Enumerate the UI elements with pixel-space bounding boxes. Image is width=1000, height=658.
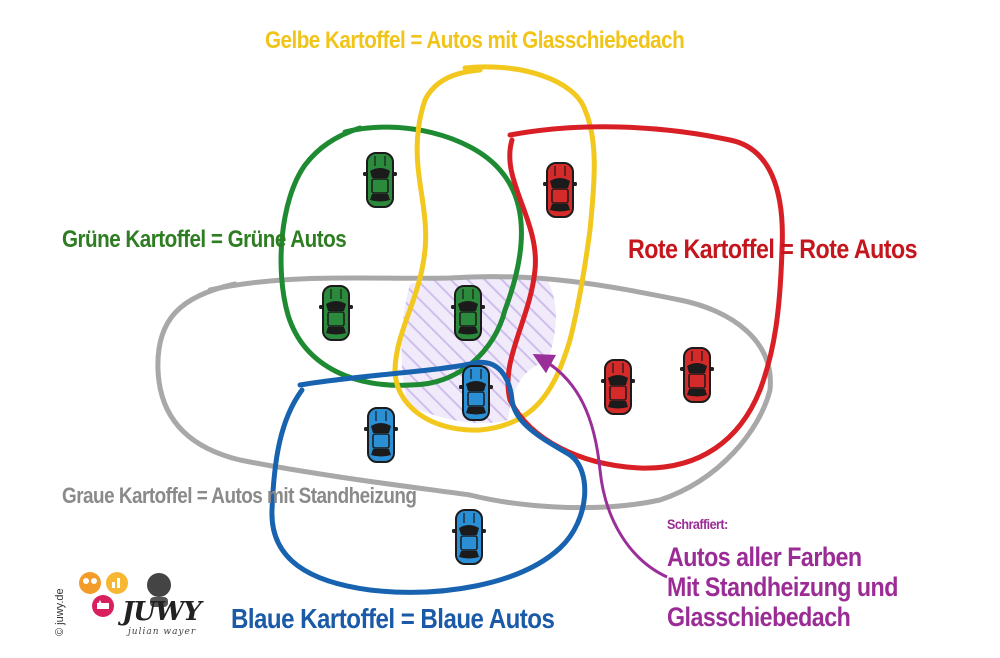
logo-wordmark: JUWY xyxy=(122,597,202,627)
blue-potato-label: Blaue Kartoffel = Blaue Autos xyxy=(231,603,555,634)
juwy-logo xyxy=(79,572,171,617)
red-potato xyxy=(505,124,785,471)
hatched-note: Autos aller Farben Mit Standheizung und … xyxy=(667,542,898,632)
gray-potato xyxy=(155,274,773,511)
logo-signature: julian wayer xyxy=(128,627,197,637)
blue-potato xyxy=(269,359,588,595)
green-potato-label: Grüne Kartoffel = Grüne Autos xyxy=(62,226,347,253)
gray-potato-label: Graue Kartoffel = Autos mit Standheizung xyxy=(62,483,417,508)
cars-layer xyxy=(319,152,714,565)
hatched-note-heading: Schraffiert: xyxy=(667,516,728,532)
hatched-note-line-3: Glasschiebedach xyxy=(667,602,851,632)
pointer-arrow xyxy=(532,353,668,579)
car-icon-green xyxy=(319,285,353,341)
car-icon-red xyxy=(680,347,714,403)
hatched-note-line-2: Mit Standheizung und xyxy=(667,572,898,602)
yellow-potato-label: Gelbe Kartoffel = Autos mit Glasschiebed… xyxy=(265,27,685,54)
car-icon-blue xyxy=(364,407,398,463)
logo-icon-people xyxy=(79,572,101,594)
yellow-potato xyxy=(392,64,597,433)
car-icon-green xyxy=(451,285,485,341)
copyright-text: © juwy.de xyxy=(54,588,66,636)
car-icon-red xyxy=(601,359,635,415)
car-icon-blue xyxy=(452,509,486,565)
hatched-intersection xyxy=(401,274,556,424)
car-icon-green xyxy=(363,152,397,208)
car-icon-red xyxy=(543,162,577,218)
car-icon-blue xyxy=(459,365,493,421)
hatched-note-line-1: Autos aller Farben xyxy=(667,542,862,572)
portrait-avatar xyxy=(147,573,171,597)
red-potato-label: Rote Kartoffel = Rote Autos xyxy=(628,234,918,264)
green-potato xyxy=(278,124,524,388)
